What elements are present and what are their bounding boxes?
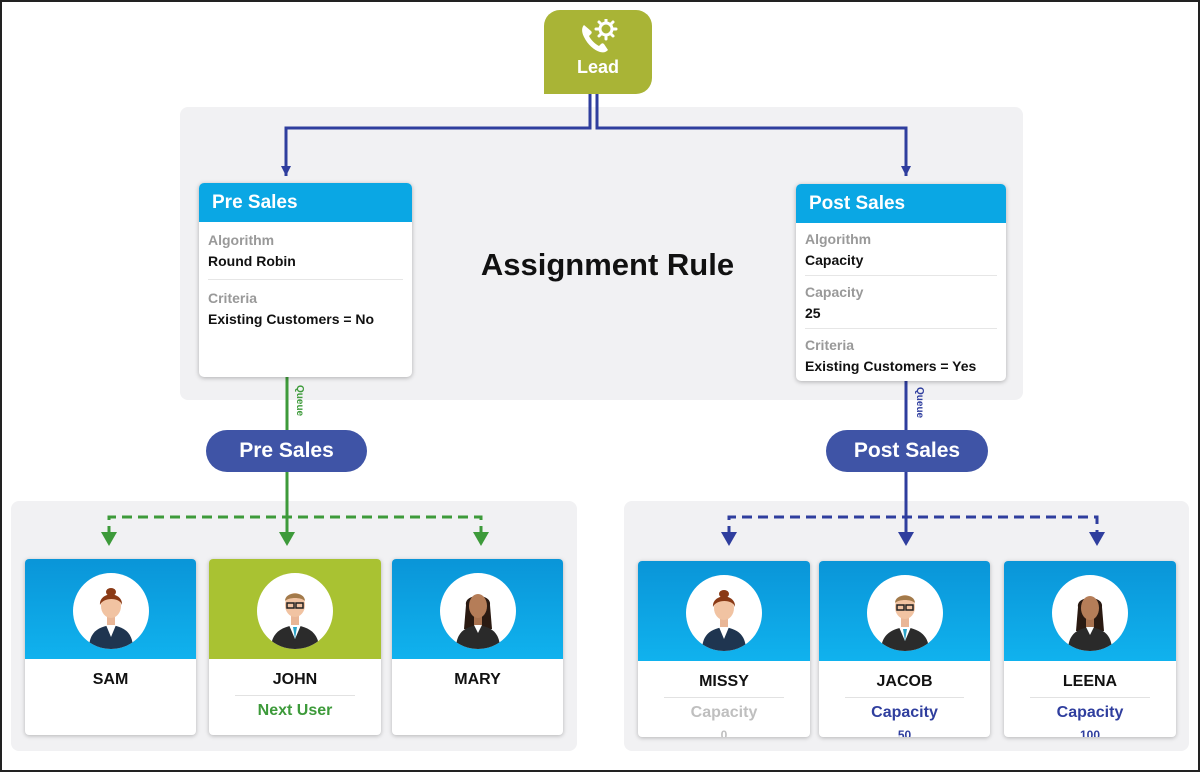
criteria-value: Existing Customers = Yes (805, 358, 977, 374)
user-card-leena[interactable]: LEENA Capacity 100 (1004, 561, 1176, 737)
pre-sales-queue-label: Queue (294, 385, 305, 417)
female-avatar-icon (72, 573, 149, 649)
capacity-value: 50 (897, 728, 912, 737)
capacity-value: 0 (720, 728, 728, 737)
criteria-value: Existing Customers = No (208, 311, 375, 327)
capacity-label: Capacity (690, 704, 758, 721)
post-sales-rule-card[interactable]: Post Sales Algorithm Capacity Capacity 2… (796, 184, 1006, 381)
post-sales-queue-label: Queue (914, 387, 925, 419)
pre-sales-rule-card[interactable]: Pre Sales Algorithm Round Robin Criteria… (199, 183, 412, 377)
capacity-label: Capacity (805, 284, 864, 300)
female-avatar-icon (686, 575, 762, 651)
user-name: SAM (92, 671, 129, 688)
divider (845, 697, 964, 698)
algorithm-value: Capacity (805, 252, 997, 276)
male-avatar-icon (866, 575, 943, 651)
pre-sales-queue[interactable]: Pre Sales (206, 430, 367, 472)
user-card-jacob[interactable]: JACOB Capacity 50 (819, 561, 990, 737)
lead-node[interactable]: Lead (544, 10, 652, 94)
female-avatar-icon (439, 573, 516, 649)
female-avatar-icon (1052, 575, 1128, 651)
divider (664, 697, 784, 698)
capacity-label: Capacity (871, 704, 938, 721)
male-avatar-icon (257, 573, 333, 649)
post-sales-rule-header: Post Sales (796, 184, 1006, 223)
algorithm-label: Algorithm (208, 232, 275, 248)
divider (235, 695, 355, 696)
algorithm-value: Round Robin (208, 253, 403, 280)
pre-sales-rule-header: Pre Sales (199, 183, 412, 222)
lead-label: Lead (576, 57, 619, 77)
divider (1030, 697, 1150, 698)
assignment-rule-title: Assignment Rule (480, 247, 735, 282)
user-card-sam[interactable]: SAM (25, 559, 196, 735)
user-name: MARY (454, 671, 501, 688)
post-sales-queue[interactable]: Post Sales (826, 430, 988, 472)
criteria-label: Criteria (805, 337, 855, 353)
capacity-value: 100 (1079, 728, 1101, 737)
capacity-label: Capacity (1056, 704, 1124, 721)
user-card-mary[interactable]: MARY (392, 559, 563, 735)
user-name: JOHN (272, 671, 318, 688)
lead-to-post-sales-arrow (595, 92, 908, 176)
user-card-missy[interactable]: MISSY Capacity 0 (638, 561, 810, 737)
user-name: MISSY (699, 673, 749, 690)
user-card-john[interactable]: JOHN Next User (209, 559, 381, 735)
next-user-status: Next User (257, 702, 333, 719)
algorithm-label: Algorithm (805, 231, 872, 247)
criteria-label: Criteria (208, 290, 258, 306)
phone-gear-icon (582, 19, 618, 53)
user-name: JACOB (876, 673, 933, 690)
user-name: LEENA (1062, 673, 1118, 690)
capacity-value: 25 (805, 305, 997, 329)
lead-to-pre-sales-arrow (284, 92, 592, 176)
